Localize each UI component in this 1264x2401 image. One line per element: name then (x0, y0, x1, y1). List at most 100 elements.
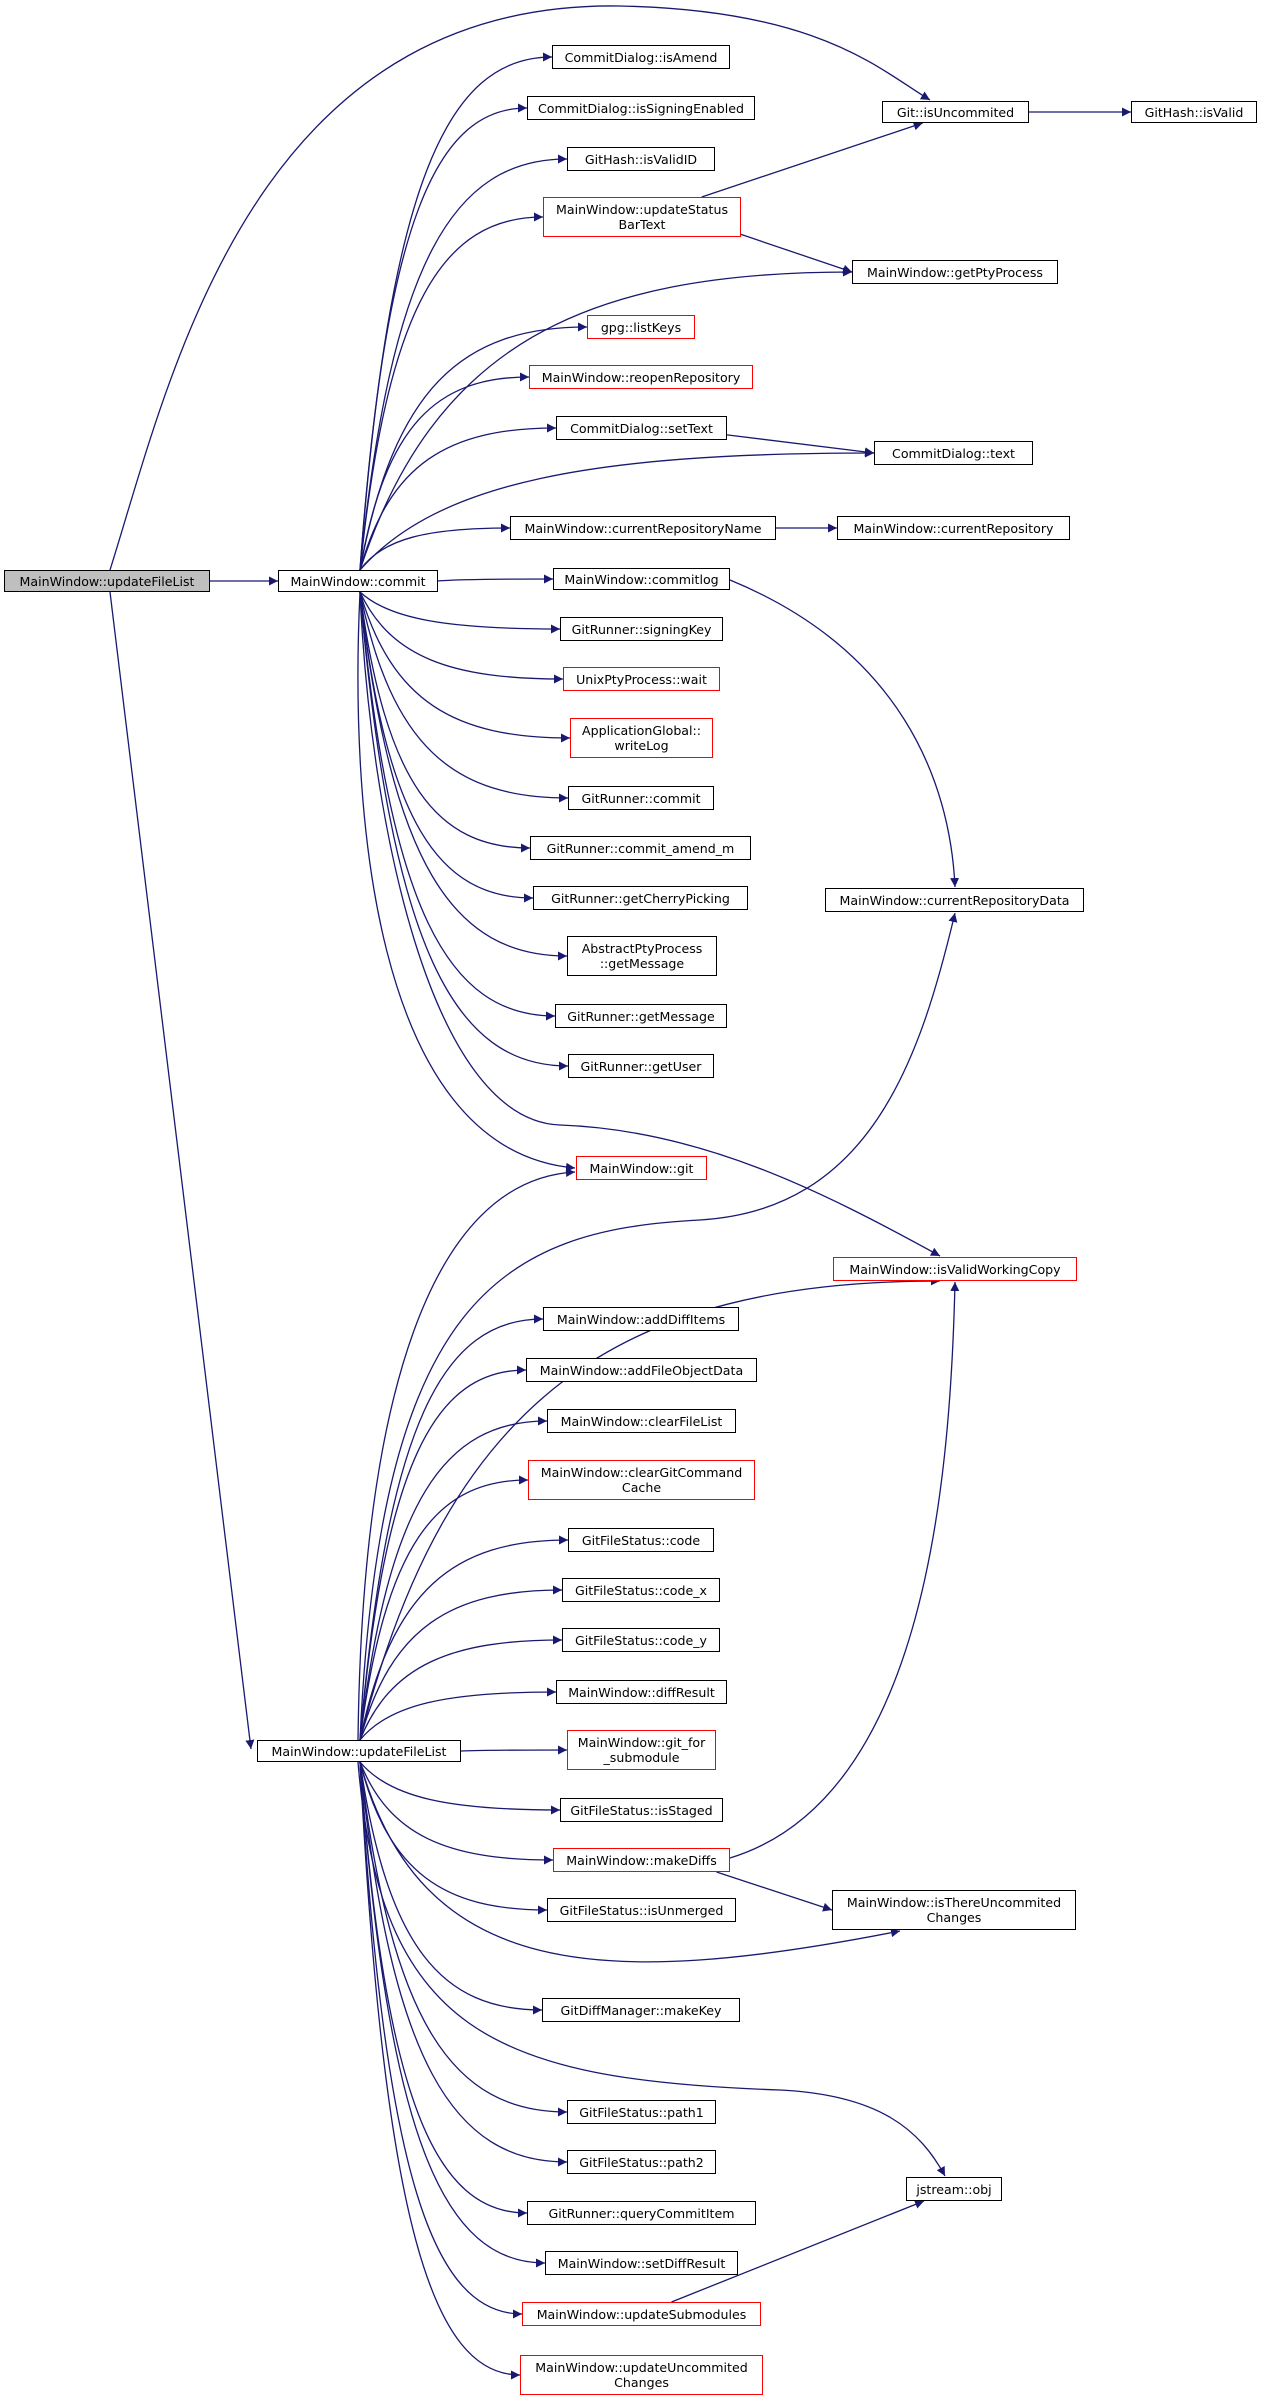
edge-ufl-to-codeX (359, 1585, 563, 1741)
edge-commit-to-writeLog (359, 591, 571, 743)
node-writeLog[interactable]: ApplicationGlobal:: writeLog (570, 718, 713, 758)
node-getUser[interactable]: GitRunner::getUser (568, 1054, 714, 1078)
edge-commit-to-getCherryPicking (359, 591, 534, 903)
edge-root-to-isUncommited (109, 5, 931, 571)
edge-commit-to-updateStatusBarText (359, 212, 544, 571)
edge-updateStatusBarText-to-isUncommited (701, 121, 923, 198)
node-isUncommited[interactable]: Git::isUncommited (882, 101, 1029, 123)
node-updateStatusBarText[interactable]: MainWindow::updateStatus BarText (543, 197, 741, 237)
edge-ufl-to-path1 (359, 1761, 568, 2117)
node-queryCommitItem[interactable]: GitRunner::queryCommitItem (527, 2201, 756, 2225)
edge-commit-to-grCommit (359, 591, 569, 803)
edge-ufl-to-updateUncommitedChanges (359, 1761, 521, 2380)
node-wait[interactable]: UnixPtyProcess::wait (563, 667, 720, 691)
edge-ufl-to-gitForSubmodule (460, 1745, 568, 1755)
edge-commit-to-git (357, 591, 576, 1172)
node-currentRepositoryName[interactable]: MainWindow::currentRepositoryName (510, 516, 776, 540)
node-commit[interactable]: MainWindow::commit (278, 570, 438, 592)
edge-commit-to-isValidID (359, 154, 568, 571)
node-listKeys[interactable]: gpg::listKeys (587, 315, 695, 339)
edge-ufl-to-git (357, 1168, 576, 1741)
node-makeDiffs[interactable]: MainWindow::makeDiffs (553, 1848, 730, 1872)
node-gitForSubmodule[interactable]: MainWindow::git_for _submodule (567, 1730, 716, 1770)
node-setDiffResult[interactable]: MainWindow::setDiffResult (545, 2251, 738, 2275)
call-edges (109, 5, 1131, 2380)
node-currentRepositoryData[interactable]: MainWindow::currentRepositoryData (825, 888, 1084, 912)
node-isValid[interactable]: GitHash::isValid (1131, 101, 1257, 123)
node-clearFileList[interactable]: MainWindow::clearFileList (547, 1409, 736, 1433)
node-clearGitCommandCache[interactable]: MainWindow::clearGitCommand Cache (528, 1460, 755, 1500)
node-updateSubmodules[interactable]: MainWindow::updateSubmodules (522, 2302, 761, 2326)
edge-commit-to-isValidWorkingCopy (359, 591, 941, 1257)
edge-ufl-to-makeDiffs (359, 1761, 554, 1865)
node-isValidWorkingCopy[interactable]: MainWindow::isValidWorkingCopy (833, 1257, 1077, 1281)
node-git[interactable]: MainWindow::git (576, 1156, 707, 1180)
node-isUnmerged[interactable]: GitFileStatus::isUnmerged (547, 1898, 736, 1922)
edge-ufl-to-path2 (359, 1761, 568, 2167)
edge-commit-to-isAmend (359, 52, 553, 571)
node-signingKey[interactable]: GitRunner::signingKey (560, 617, 723, 641)
edge-updateSubmodules-to-jstreamObj (671, 2200, 925, 2303)
node-cdText[interactable]: CommitDialog::text (874, 441, 1033, 465)
node-isSigningEnabled[interactable]: CommitDialog::isSigningEnabled (527, 96, 755, 120)
node-makeKey[interactable]: GitDiffManager::makeKey (542, 1998, 740, 2022)
node-isValidID[interactable]: GitHash::isValidID (567, 147, 715, 171)
edge-updateStatusBarText-to-getPtyProcess (740, 233, 853, 274)
edge-commit-to-getUser (359, 591, 569, 1071)
edge-ufl-to-isStaged (359, 1761, 561, 1815)
edge-ufl-to-codeY (359, 1635, 563, 1741)
edge-commit-to-signingKey (359, 591, 561, 634)
edge-commit-to-reopenRepository (359, 372, 530, 571)
node-isAmend[interactable]: CommitDialog::isAmend (552, 45, 730, 69)
node-absGetMessage[interactable]: AbstractPtyProcess ::getMessage (567, 936, 717, 976)
node-grGetMessage[interactable]: GitRunner::getMessage (555, 1004, 727, 1028)
edge-commit-to-commitAmend (359, 591, 531, 853)
edge-ufl-to-jstreamObj (357, 1761, 946, 2177)
node-path2[interactable]: GitFileStatus::path2 (567, 2150, 716, 2174)
node-code[interactable]: GitFileStatus::code (568, 1528, 714, 1552)
edge-ufl-to-setDiffResult (359, 1761, 546, 2268)
node-jstreamObj[interactable]: jstream::obj (906, 2177, 1002, 2201)
edge-ufl-to-makeKey (359, 1761, 543, 2015)
node-getPtyProcess[interactable]: MainWindow::getPtyProcess (852, 260, 1058, 284)
node-commitAmend[interactable]: GitRunner::commit_amend_m (530, 836, 751, 860)
edge-commit-to-wait (359, 591, 564, 684)
edge-ufl-to-currentRepositoryData (359, 912, 958, 1741)
node-grCommit[interactable]: GitRunner::commit (568, 786, 714, 810)
edge-commit-to-grGetMessage (359, 591, 556, 1021)
node-diffResult[interactable]: MainWindow::diffResult (556, 1680, 727, 1704)
edge-ufl-to-addFileObjectData (359, 1365, 527, 1741)
node-getCherryPicking[interactable]: GitRunner::getCherryPicking (533, 886, 748, 910)
node-isThereUncommitedChanges[interactable]: MainWindow::isThereUncommited Changes (832, 1890, 1076, 1930)
edge-ufl-to-isValidWorkingCopy (359, 1276, 940, 1741)
edge-commit-to-isSigningEnabled (359, 103, 528, 571)
edge-root-to-ufl (109, 591, 255, 1750)
node-codeX[interactable]: GitFileStatus::code_x (562, 1578, 720, 1602)
edge-commit-to-setText (359, 423, 557, 571)
edge-commit-to-currentRepositoryName (359, 523, 511, 571)
node-codeY[interactable]: GitFileStatus::code_y (562, 1628, 720, 1652)
node-path1[interactable]: GitFileStatus::path1 (567, 2100, 716, 2124)
node-isStaged[interactable]: GitFileStatus::isStaged (560, 1798, 723, 1822)
edge-ufl-to-updateSubmodules (359, 1761, 523, 2319)
edge-ufl-to-clearFileList (359, 1416, 548, 1741)
node-addDiffItems[interactable]: MainWindow::addDiffItems (543, 1307, 739, 1331)
edge-ufl-to-clearGitCommandCache (359, 1475, 529, 1741)
node-setText[interactable]: CommitDialog::setText (556, 416, 727, 440)
edge-commitlog-to-currentRepositoryData (729, 579, 960, 888)
edge-ufl-to-code (359, 1535, 569, 1741)
edge-commit-to-absGetMessage (359, 591, 568, 961)
node-reopenRepository[interactable]: MainWindow::reopenRepository (529, 365, 753, 389)
edge-makeDiffs-to-isValidWorkingCopy (729, 1281, 960, 1859)
node-commitlog[interactable]: MainWindow::commitlog (553, 568, 730, 590)
node-currentRepository[interactable]: MainWindow::currentRepository (837, 516, 1070, 540)
node-ufl[interactable]: MainWindow::updateFileList (257, 1740, 461, 1762)
edge-ufl-to-diffResult (359, 1687, 557, 1741)
edge-commit-to-getPtyProcess (359, 267, 853, 571)
edge-commit-to-cdText (359, 448, 875, 571)
node-updateUncommitedChanges[interactable]: MainWindow::updateUncommited Changes (520, 2355, 763, 2395)
edge-makeDiffs-to-isThereUncommitedChanges (716, 1871, 833, 1912)
node-addFileObjectData[interactable]: MainWindow::addFileObjectData (526, 1358, 757, 1382)
edge-ufl-to-isThereUncommitedChanges (359, 1761, 901, 1963)
